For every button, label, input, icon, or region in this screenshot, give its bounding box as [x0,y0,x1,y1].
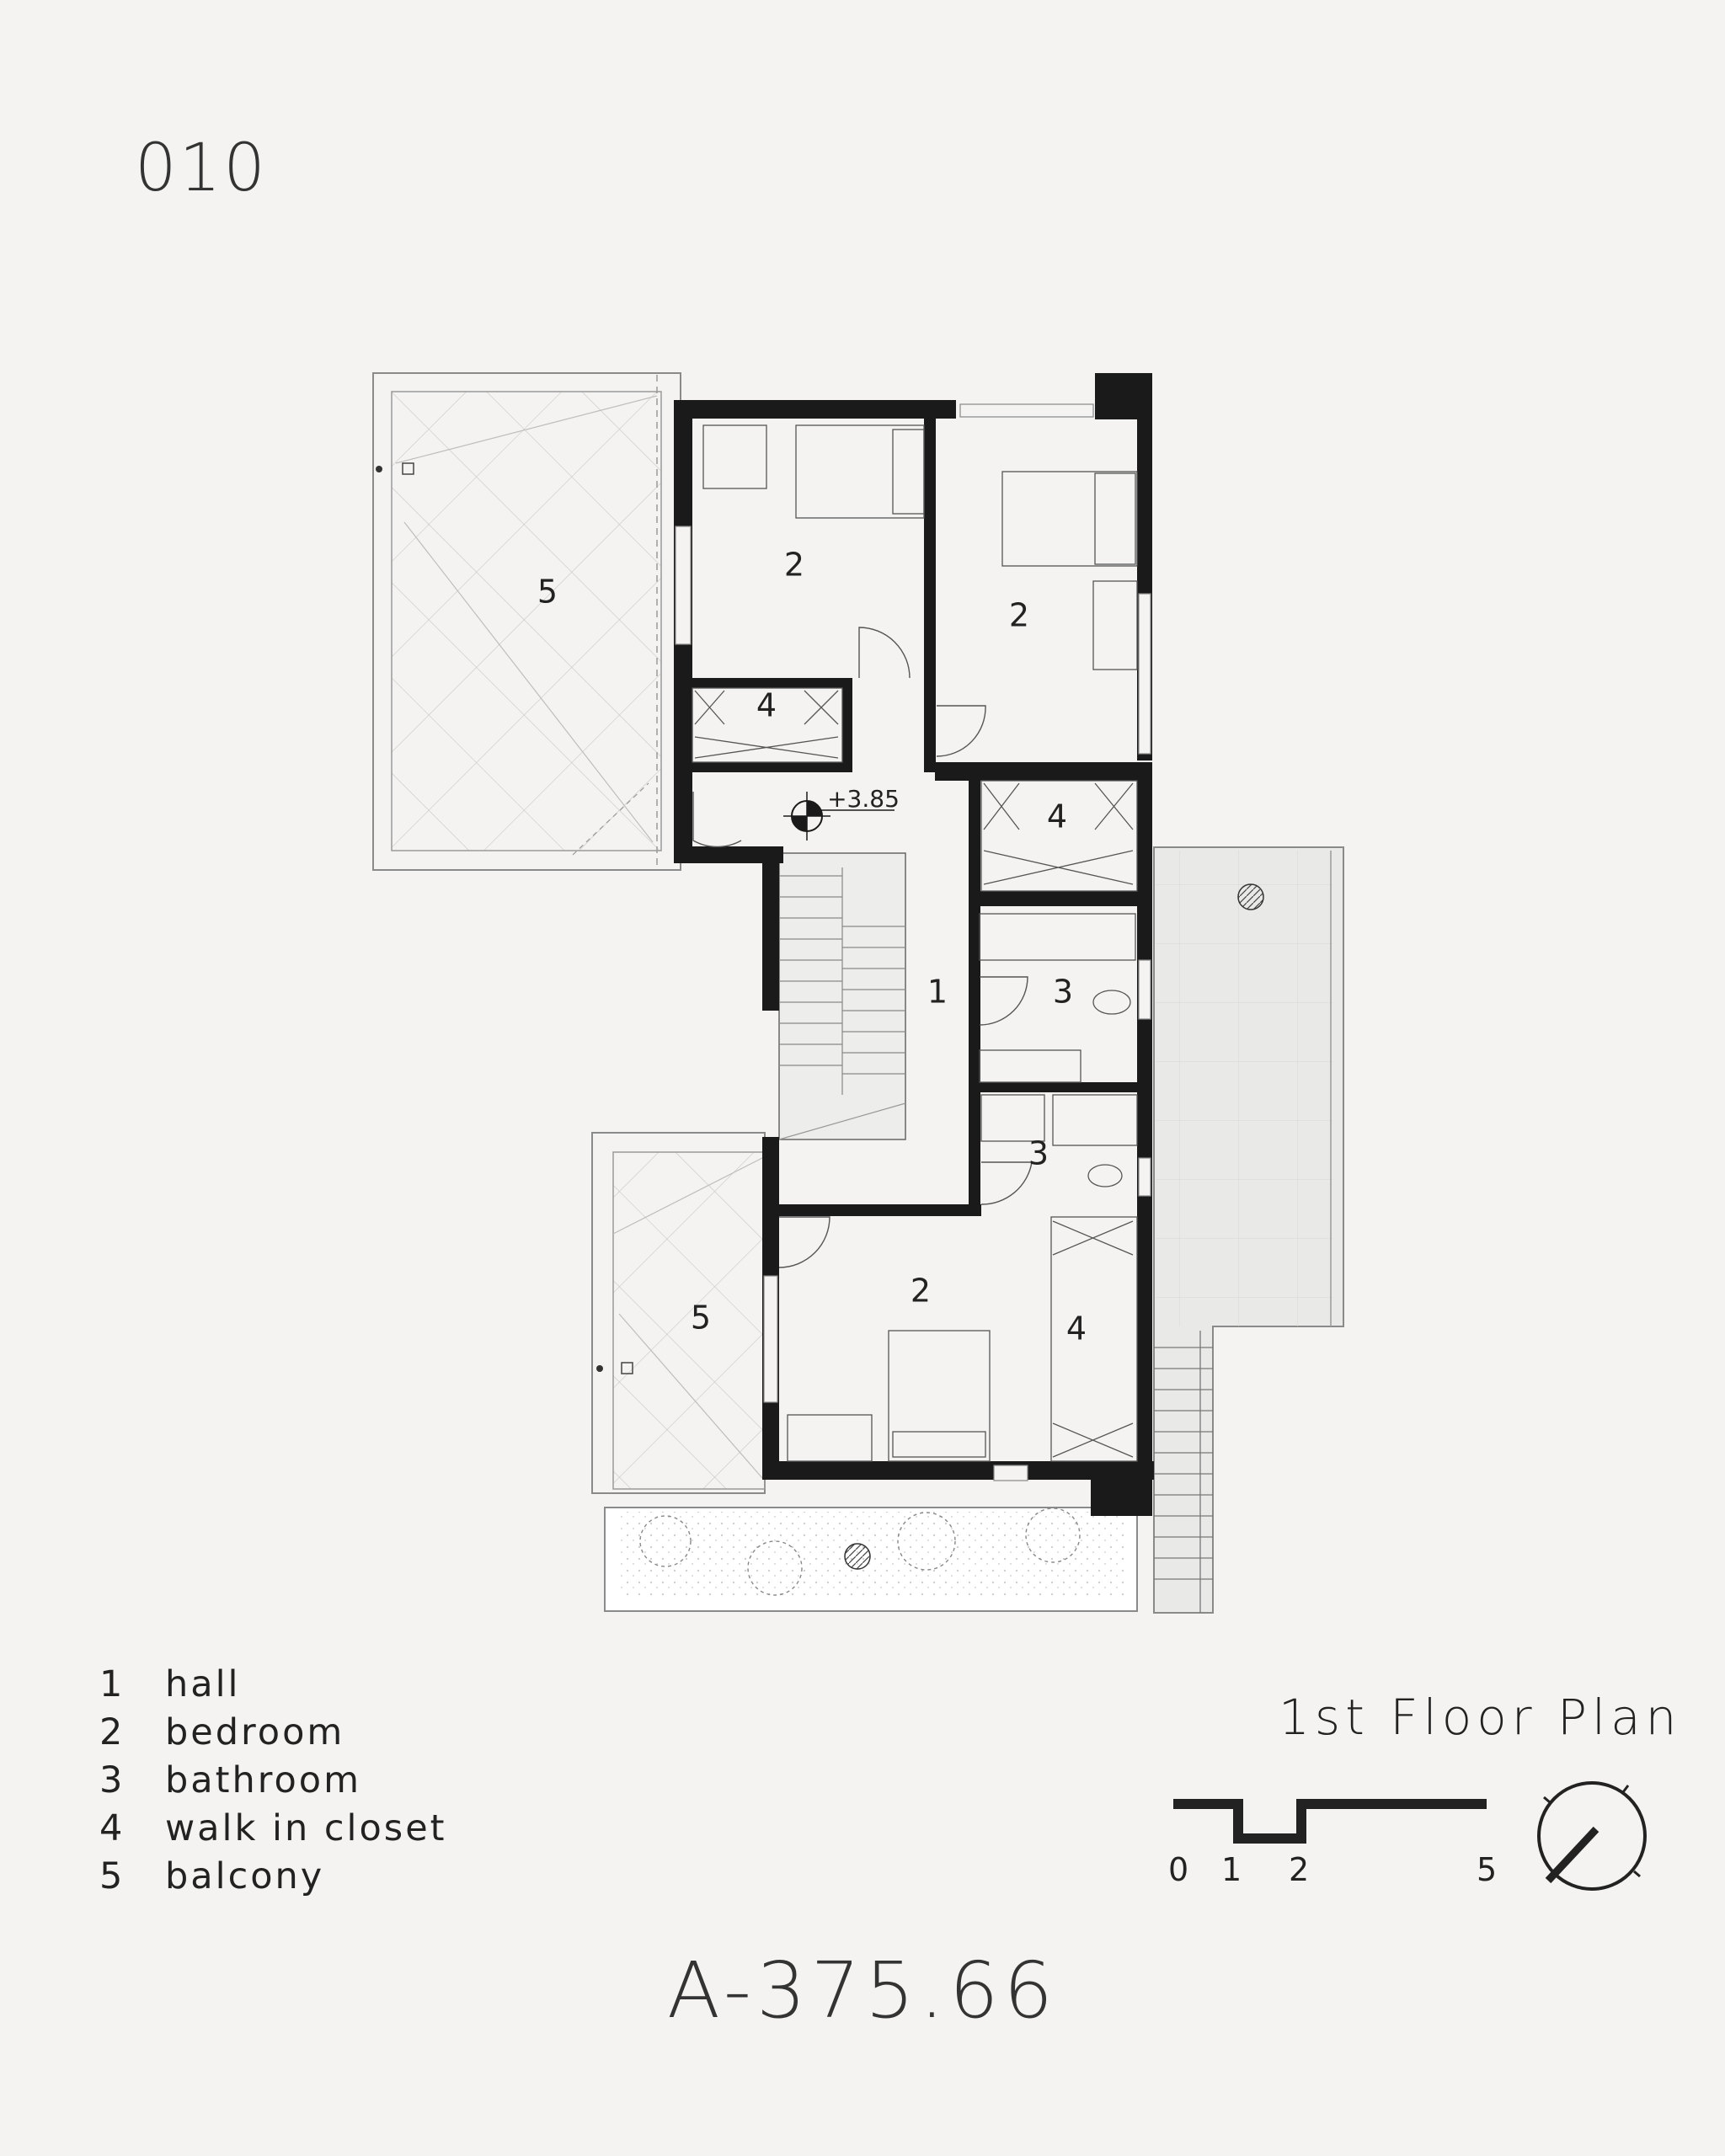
legend-item: 3 bathroom [99,1759,447,1807]
room-label-closet-s: 4 [1066,1310,1087,1348]
level-marker-label: +3.85 [827,785,900,813]
legend: 1 hall 2 bedroom 3 bathroom 4 walk in closet… [99,1663,447,1903]
legend-label: bathroom [165,1759,361,1801]
scale-bar [1173,1799,1487,1844]
legend-item: 5 balcony [99,1855,447,1903]
room-label-bath-2: 3 [1028,1135,1049,1172]
legend-label: balcony [165,1855,325,1897]
legend-number: 2 [99,1711,126,1753]
doors [692,627,1033,1268]
legend-item: 2 bedroom [99,1711,447,1759]
balcony-south [591,1132,766,1494]
room-label-balcony-s: 5 [691,1299,711,1337]
room-label-bedroom-nw: 2 [784,547,804,584]
room-label-balcony-n: 5 [537,574,558,611]
scale-label-1: 1 [1221,1851,1242,1888]
room-label-closet-w: 4 [756,687,777,724]
legend-item: 4 walk in closet [99,1807,447,1855]
planter [604,1507,1138,1612]
room-label-bedroom-s: 2 [911,1273,931,1310]
scale-label-2: 2 [1289,1851,1310,1888]
scale-label-0: 0 [1168,1851,1189,1888]
legend-label: walk in closet [165,1807,447,1849]
furniture [702,424,1138,1462]
staircase [778,852,906,1140]
room-label-hall: 1 [927,974,948,1011]
legend-number: 1 [99,1663,126,1705]
windows [675,403,1151,1481]
east-terrace [1153,846,1344,1614]
scale-label-5: 5 [1477,1851,1498,1888]
legend-label: bedroom [165,1711,345,1753]
legend-number: 4 [99,1807,126,1849]
closets [692,687,1138,1462]
legend-number: 5 [99,1855,126,1897]
room-label-bedroom-ne: 2 [1009,597,1029,634]
legend-item: 1 hall [99,1663,447,1711]
room-labels: 1 2 2 2 4 4 4 3 3 5 5 [537,547,1087,1348]
room-label-closet-e: 4 [1047,798,1067,835]
legend-number: 3 [99,1759,126,1801]
sheet-number: 010 [135,131,268,206]
room-label-bath-1: 3 [1053,974,1073,1011]
plan-code: A-375.66 [666,1945,1059,2036]
plan-title: 1st Floor Plan [1279,1689,1682,1746]
balcony-north [372,372,681,871]
legend-label: hall [165,1663,241,1705]
level-marker: +3.85 [783,785,900,841]
north-arrow-icon [1537,1781,1647,1891]
